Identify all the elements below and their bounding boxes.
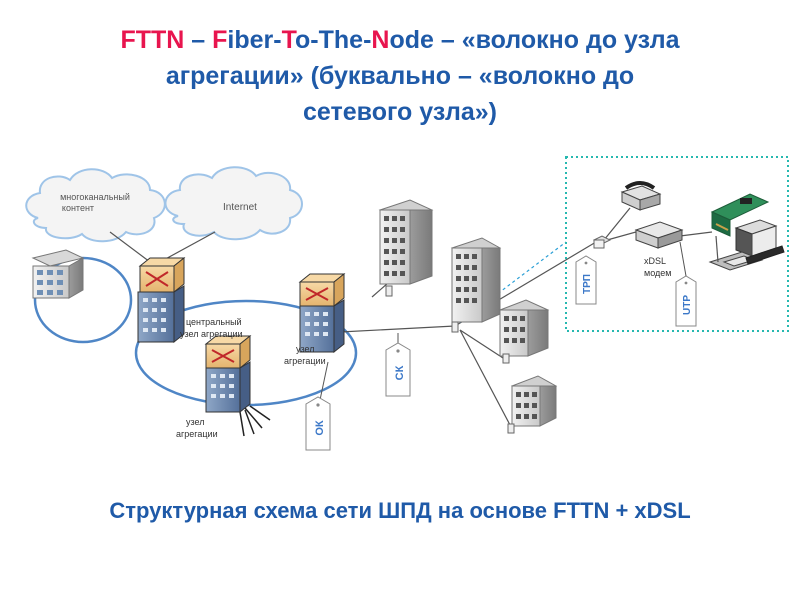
tag-utp: UTP <box>675 275 697 327</box>
tag-trp-label: ТРП <box>582 274 593 294</box>
router-icon <box>138 256 186 294</box>
telephone-icon <box>620 181 662 211</box>
aggregation-node-bottom <box>204 334 252 414</box>
cloud-content-label-2: контент <box>62 203 94 213</box>
title-dash: – <box>184 26 213 54</box>
title-n: N <box>371 26 390 54</box>
central-node-label-2: узел агрегации <box>180 329 243 339</box>
tag-trp: ТРП <box>575 255 597 305</box>
title-line3: сетевого узла») <box>303 98 497 126</box>
title-o-the: o-The- <box>295 26 372 54</box>
network-card-icon <box>710 193 770 237</box>
splitter-icon <box>592 235 612 249</box>
building-icon <box>498 299 550 364</box>
cloud-internet: Internet <box>164 166 303 241</box>
central-node-label-1: центральный <box>186 317 242 327</box>
tag-ok: ОК <box>305 396 331 451</box>
slide-title: FTTN – Fiber-To-The-Node – «волокно до у… <box>20 22 780 130</box>
title-rest-line1: – «волокно до узла <box>433 26 680 54</box>
title-f: F <box>212 26 228 54</box>
tag-utp-label: UTP <box>682 295 693 315</box>
tag-ok-label: ОК <box>314 420 326 436</box>
central-aggregation-node <box>137 256 186 344</box>
xdsl-modem-icon <box>634 221 684 249</box>
modem-label-2: модем <box>644 268 671 278</box>
right-node-label-1: узел <box>296 344 314 354</box>
cloud-internet-label: Internet <box>223 202 257 213</box>
diagram-caption: Структурная схема сети ШПД на основе FTT… <box>109 498 691 523</box>
tag-sk-label: СК <box>394 365 406 380</box>
title-iber: iber- <box>227 26 282 54</box>
cloud-content: многоканальный контент <box>25 168 166 243</box>
cloud-content-label-1: многоканальный <box>60 192 130 202</box>
building-icon <box>378 199 434 297</box>
tag-sk: СК <box>385 342 411 397</box>
modem-label-1: xDSL <box>644 256 666 266</box>
customer-premises-box <box>565 156 789 332</box>
building-icon <box>31 249 85 299</box>
bottom-node-label-1: узел <box>186 417 204 427</box>
bottom-node-label-2: агрегации <box>176 429 218 439</box>
title-fttn: FTTN <box>120 26 185 54</box>
title-t: T <box>281 26 296 54</box>
aggregation-node-right <box>298 272 346 354</box>
title-ode: ode <box>389 26 434 54</box>
title-line2: агрегации» (буквально – «волокно до <box>165 62 635 90</box>
router-icon <box>298 272 346 308</box>
building-icon <box>507 375 558 434</box>
router-icon <box>204 334 252 370</box>
computer-icon <box>708 219 785 271</box>
right-node-label-2: агрегации <box>284 356 326 366</box>
building-icon <box>450 237 502 333</box>
